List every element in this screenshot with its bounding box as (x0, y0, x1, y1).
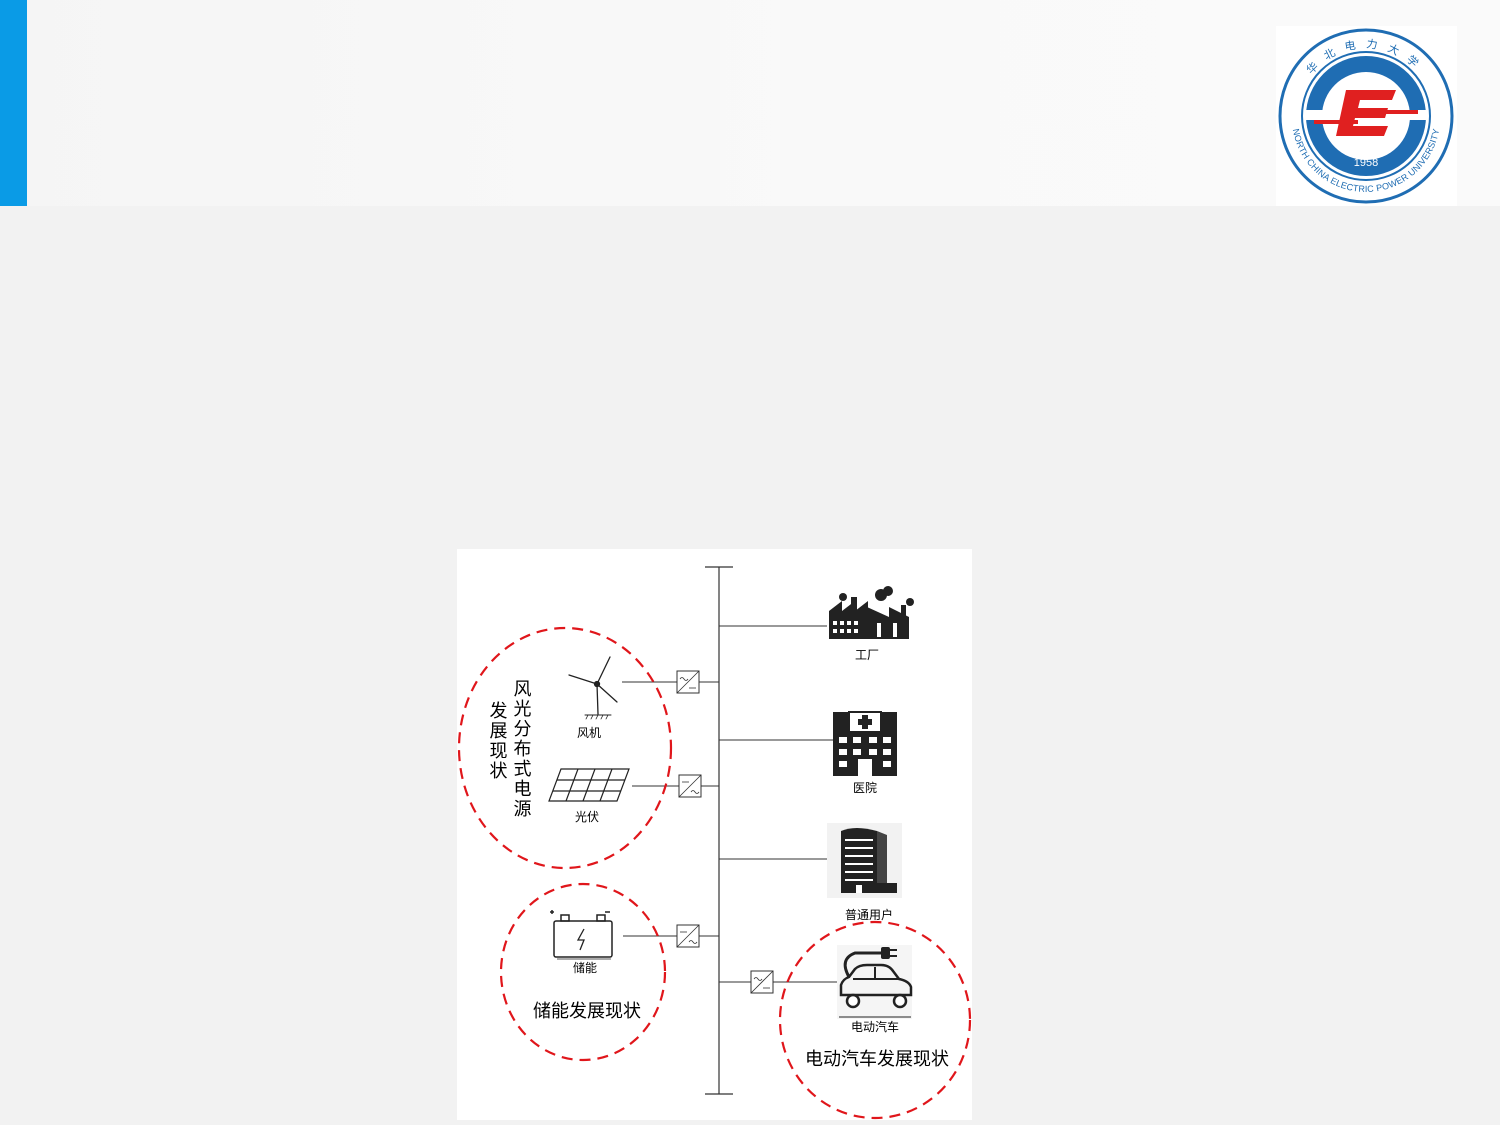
battery-icon (550, 910, 613, 960)
factory-label: 工厂 (855, 648, 879, 662)
ac-bus (705, 566, 733, 1095)
group-circles (457, 626, 972, 1120)
converter-icon (750, 970, 774, 994)
slide-header: 1958 华北电力大学 NORTH CHINA ELECTRIC POWER U… (0, 0, 1500, 206)
storage-group-title: 储能发展现状 (533, 1001, 641, 1022)
ev-group-title: 电动汽车发展现状 (805, 1049, 949, 1070)
battery-label: 储能 (573, 960, 597, 975)
residential-building-icon (827, 823, 902, 898)
solar-panel-label: 光伏 (575, 810, 599, 824)
accent-bar (0, 0, 27, 206)
seal-year: 1958 (1354, 157, 1378, 169)
microgrid-diagram: 风机 光伏 储能 (457, 549, 972, 1120)
connection-lines (622, 625, 837, 983)
ncepu-seal-icon: 1958 华北电力大学 NORTH CHINA ELECTRIC POWER U… (1278, 28, 1454, 204)
wind-solar-group-title-line2: 发展现状 (487, 701, 508, 781)
converter-icon (678, 774, 702, 798)
converter-icon (676, 924, 700, 948)
hospital-icon (833, 711, 897, 776)
solar-panel-icon (548, 768, 630, 802)
hospital-label: 医院 (853, 781, 877, 795)
electric-car-icon (837, 945, 913, 1019)
factory-icon (829, 586, 914, 639)
electric-car-label: 电动汽车 (851, 1019, 899, 1034)
converter-icon (676, 670, 700, 694)
residential-label: 普通用户 (845, 907, 893, 922)
wind-turbine-label: 风机 (577, 726, 601, 740)
wind-turbine-icon (568, 656, 618, 720)
wind-solar-group-title-line1: 风光分布式电源 (511, 679, 532, 819)
university-logo: 1958 华北电力大学 NORTH CHINA ELECTRIC POWER U… (1276, 26, 1457, 206)
